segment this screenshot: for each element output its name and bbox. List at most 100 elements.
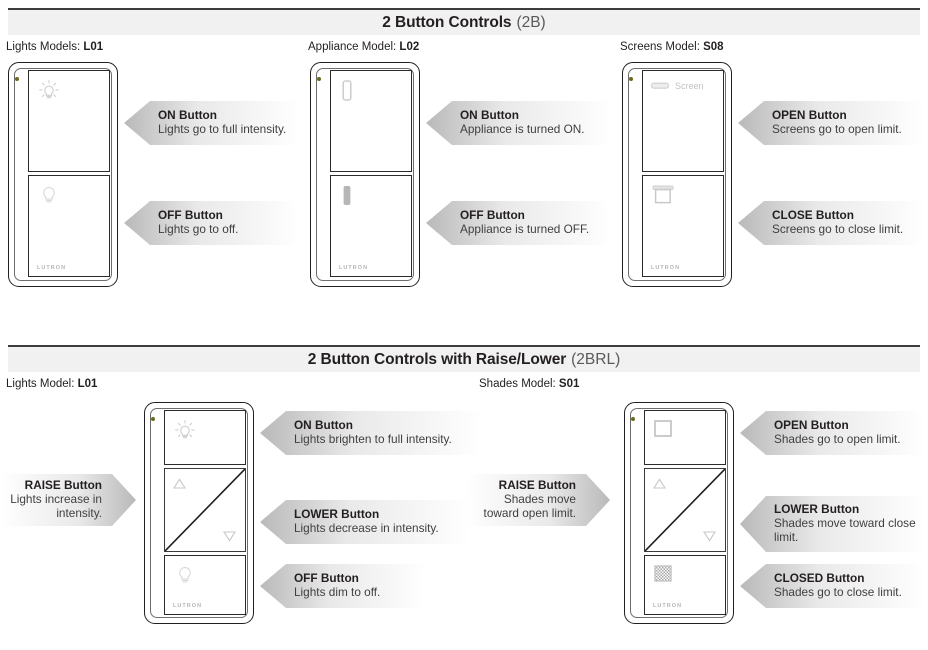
section-header-2brl: 2 Button Controls with Raise/Lower (2BRL… xyxy=(8,345,920,372)
callout-desc: Lights brighten to full intensity. xyxy=(294,432,452,446)
callout-desc: Lights increase in intensity. xyxy=(10,492,102,520)
device-s01-2brl[interactable]: LUTRON xyxy=(624,402,734,624)
callout-desc: Appliance is turned OFF. xyxy=(460,222,590,236)
status-led-icon xyxy=(629,77,633,81)
caption-prefix: Shades Model: xyxy=(479,378,559,390)
caption-prefix: Lights Models: xyxy=(6,41,84,53)
callout-raise-l01-2brl: RAISE Button Lights increase in intensit… xyxy=(0,474,140,526)
callout-closed-s01-2brl: CLOSED Button Shades go to close limit. xyxy=(736,564,926,608)
callout-title: OPEN Button xyxy=(774,418,849,433)
button-close-s08-2b[interactable]: LUTRON xyxy=(642,175,724,277)
caption-prefix: Appliance Model: xyxy=(308,41,400,53)
callout-raise-s01-2brl: RAISE Button Shades move toward open lim… xyxy=(466,474,614,526)
callout-title: CLOSE Button xyxy=(772,208,854,223)
callout-title: ON Button xyxy=(294,418,353,433)
callout-chevron-left-icon xyxy=(124,101,300,145)
callout-title: ON Button xyxy=(460,108,519,123)
callout-open-s01-2brl: OPEN Button Shades go to open limit. xyxy=(736,411,926,455)
device-l01-2brl[interactable]: LUTRON xyxy=(144,402,254,624)
callout-desc: Shades move toward close limit. xyxy=(774,516,916,544)
screen-open-icon: Screen xyxy=(650,80,704,92)
callout-chevron-left-icon xyxy=(426,101,612,145)
callout-close-s08-2b: CLOSE Button Screens go to close limit. xyxy=(734,201,926,245)
section-code: (2B) xyxy=(516,13,546,31)
raise-lower-rocker-icon xyxy=(645,469,725,551)
lutron-brand: LUTRON xyxy=(339,265,369,271)
bulb-off-icon xyxy=(172,562,198,588)
callout-chevron-left-icon xyxy=(260,500,470,544)
callout-chevron-left-icon xyxy=(260,564,426,608)
callout-off-l01-2brl: OFF Button Lights dim to off. xyxy=(256,564,426,608)
lutron-brand: LUTRON xyxy=(651,265,681,271)
bulb-on-icon xyxy=(36,77,62,103)
callout-chevron-left-icon xyxy=(740,564,926,608)
shade-open-icon xyxy=(653,419,673,439)
callout-chevron-right-icon xyxy=(0,474,136,526)
triangle-up-icon xyxy=(173,478,186,489)
callout-chevron-left-icon xyxy=(740,411,926,455)
model-caption-l01-2brl: Lights Model: L01 xyxy=(6,378,97,390)
callout-title: LOWER Button xyxy=(294,507,380,522)
callout-title: OFF Button xyxy=(460,208,525,223)
status-led-icon xyxy=(631,417,635,421)
button-on-l01-2b[interactable] xyxy=(28,70,110,172)
caption-model: S01 xyxy=(558,378,580,390)
caption-model: L02 xyxy=(399,41,420,53)
model-caption-l02-2b: Appliance Model: L02 xyxy=(308,41,419,53)
callout-off-l01-2b: OFF Button Lights go to off. xyxy=(120,201,300,245)
callout-title: RAISE Button xyxy=(24,478,102,493)
callout-title: OFF Button xyxy=(158,208,223,223)
button-closed-s01-2brl[interactable]: LUTRON xyxy=(644,555,726,615)
lutron-brand: LUTRON xyxy=(173,603,203,609)
screen-close-icon xyxy=(651,183,677,209)
callout-desc: Lights decrease in intensity. xyxy=(294,521,439,535)
callout-desc: Lights go to full intensity. xyxy=(158,122,287,136)
callout-desc: Screens go to close limit. xyxy=(772,222,904,236)
button-off-l02-2b[interactable]: LUTRON xyxy=(330,175,412,277)
section-title: 2 Button Controls with Raise/Lower xyxy=(307,350,567,368)
lutron-brand: LUTRON xyxy=(37,265,67,271)
section-header-2b: 2 Button Controls (2B) xyxy=(8,8,920,35)
button-open-s08-2b[interactable]: Screen xyxy=(642,70,724,172)
button-open-s01-2brl[interactable] xyxy=(644,410,726,465)
section-title: 2 Button Controls xyxy=(382,13,512,31)
appliance-on-icon xyxy=(340,79,354,103)
callout-desc: Screens go to open limit. xyxy=(772,122,902,136)
callout-chevron-left-icon xyxy=(124,201,300,245)
callout-chevron-left-icon xyxy=(426,201,612,245)
callout-title: OFF Button xyxy=(294,571,359,586)
device-s08-2b[interactable]: Screen LUTRON xyxy=(622,62,732,287)
callout-lower-s01-2brl: LOWER Button Shades move toward close li… xyxy=(736,496,926,552)
raise-lower-rocker-icon xyxy=(165,469,245,551)
device-l02-2b[interactable]: LUTRON xyxy=(310,62,420,287)
callout-chevron-left-icon xyxy=(260,411,484,455)
model-caption-s08-2b: Screens Model: S08 xyxy=(620,41,724,53)
button-off-l01-2brl[interactable]: LUTRON xyxy=(164,555,246,615)
appliance-off-icon xyxy=(340,184,354,208)
bulb-on-icon xyxy=(172,417,198,443)
button-on-l01-2brl[interactable] xyxy=(164,410,246,465)
callout-desc: Shades go to open limit. xyxy=(774,432,901,446)
callout-chevron-left-icon xyxy=(738,101,926,145)
callout-desc: Shades move toward open limit. xyxy=(483,492,576,520)
caption-prefix: Lights Model: xyxy=(6,378,78,390)
shade-closed-icon xyxy=(653,564,673,584)
device-l01-2b[interactable]: LUTRON xyxy=(8,62,118,287)
callout-desc: Shades go to close limit. xyxy=(774,585,902,599)
button-on-l02-2b[interactable] xyxy=(330,70,412,172)
caption-model: S08 xyxy=(703,41,724,53)
button-raise-lower-l01-2brl[interactable] xyxy=(164,468,246,552)
triangle-down-icon xyxy=(703,531,716,542)
status-led-icon xyxy=(317,77,321,81)
caption-prefix: Screens Model: xyxy=(620,41,704,53)
callout-title: RAISE Button xyxy=(498,478,576,493)
button-off-l01-2b[interactable]: LUTRON xyxy=(28,175,110,277)
triangle-up-icon xyxy=(653,478,666,489)
section-code: (2BRL) xyxy=(571,350,621,368)
callout-title: LOWER Button xyxy=(774,502,860,517)
callout-on-l01-2brl: ON Button Lights brighten to full intens… xyxy=(256,411,484,455)
lutron-brand: LUTRON xyxy=(653,603,683,609)
callout-off-l02-2b: OFF Button Appliance is turned OFF. xyxy=(422,201,612,245)
button-raise-lower-s01-2brl[interactable] xyxy=(644,468,726,552)
callout-open-s08-2b: OPEN Button Screens go to open limit. xyxy=(734,101,926,145)
